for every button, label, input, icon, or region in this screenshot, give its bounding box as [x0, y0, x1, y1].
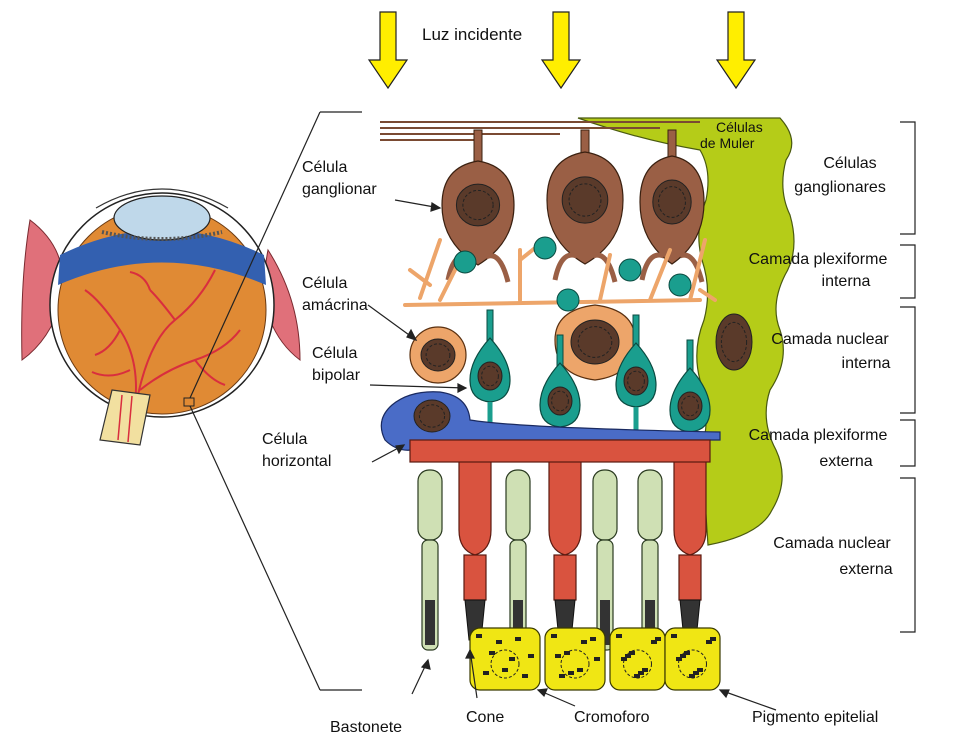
bracket-inner-plexiform: [900, 245, 915, 298]
label-chromophore: Cromoforo: [574, 709, 650, 726]
label-amacrine-cell-2: amácrina: [302, 297, 368, 314]
label-ganglion-cell-1: Célula: [302, 159, 347, 176]
photoreceptor-synaptic-band: [410, 440, 710, 462]
label-horizontal-cell-2: horizontal: [262, 453, 331, 470]
rod-cell: [593, 470, 617, 540]
label-horizontal-cell-1: Célula: [262, 431, 307, 448]
light-arrow-2: [542, 12, 580, 88]
light-arrow-1: [369, 12, 407, 88]
cone-cell: [674, 455, 706, 555]
rod-cell: [638, 470, 662, 540]
rod-cell: [418, 470, 442, 540]
cone-cell: [549, 455, 581, 555]
layer-label-inner-plexiform-1: Camada plexiforme: [749, 251, 888, 268]
bipolar-synapse: [669, 274, 691, 296]
bottom-labels: Bastonete Cone Cromoforo Pigmento epitel…: [330, 709, 878, 736]
layer-label-outer-plexiform-2: externa: [819, 453, 872, 470]
layer-label-inner-nuclear-1: Camada nuclear: [771, 331, 889, 348]
label-pigment-epithelium: Pigmento epitelial: [752, 709, 878, 726]
eyeball-illustration: [22, 189, 300, 445]
rod-cell: [506, 470, 530, 540]
layer-brackets: [900, 122, 915, 632]
layer-label-ganglion-1: Células: [823, 155, 876, 172]
label-muller-1: Células: [716, 119, 763, 135]
bipolar-synapse: [534, 237, 556, 259]
bipolar-synapse: [619, 259, 641, 281]
label-cone: Cone: [466, 709, 504, 726]
cone-inner-segment: [679, 555, 701, 600]
pigment-epithelium: [470, 628, 720, 690]
rod-disk-stack: [425, 600, 435, 645]
bracket-outer-plexiform: [900, 420, 915, 466]
label-bipolar-cell-1: Célula: [312, 345, 357, 362]
bipolar-synapse: [557, 289, 579, 311]
incident-light-arrows: [369, 12, 755, 88]
label-bipolar-cell-2: bipolar: [312, 367, 361, 384]
cone-cell: [459, 455, 491, 555]
cone-inner-segment: [554, 555, 576, 600]
bracket-ganglion-layer: [900, 122, 915, 234]
light-arrow-3: [717, 12, 755, 88]
cone-inner-segment: [464, 555, 486, 600]
layer-label-inner-plexiform-2: interna: [822, 273, 871, 290]
label-ganglion-cell-2: ganglionar: [302, 181, 377, 198]
eye-lens: [114, 196, 210, 240]
layer-label-outer-nuclear-1: Camada nuclear: [773, 535, 891, 552]
layer-label-outer-nuclear-2: externa: [839, 561, 892, 578]
layer-label-ganglion-2: ganglionares: [794, 179, 886, 196]
label-amacrine-cell-1: Célula: [302, 275, 347, 292]
title-luz-incidente: Luz incidente: [422, 25, 522, 44]
bipolar-synapse: [454, 251, 476, 273]
label-muller-2: de Muler: [700, 135, 755, 151]
label-rod: Bastonete: [330, 719, 402, 736]
layer-label-inner-nuclear-2: interna: [842, 355, 891, 372]
bracket-inner-nuclear: [900, 307, 915, 413]
photoreceptors: [410, 440, 710, 650]
layer-label-outer-plexiform-1: Camada plexiforme: [749, 427, 888, 444]
bracket-outer-nuclear: [900, 478, 915, 632]
